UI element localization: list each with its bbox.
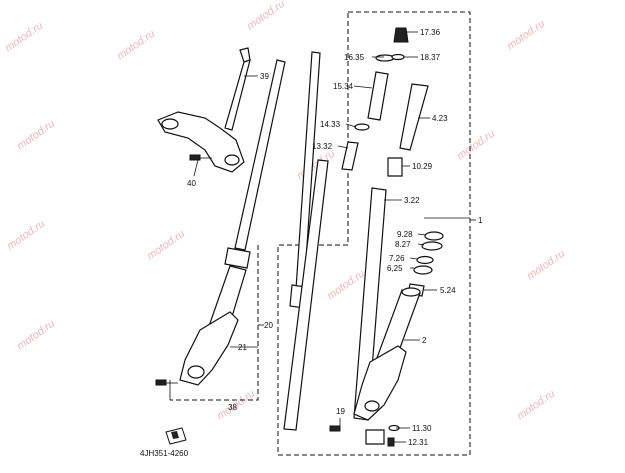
cap-bolt-17 [393,27,409,43]
o-ring-18 [391,53,405,61]
bracket-hole [161,118,179,130]
callout-labels: 39 40 20 21 38 17.36 18.37 16.35 15.34 1… [187,28,483,447]
watermark: motod.ru [15,318,57,353]
callout-11-30: 11.30 [412,424,432,433]
watermark: motod.ru [245,0,287,32]
callout-39: 39 [260,72,269,81]
lower-bracket [157,111,245,173]
watermark: motod.ru [145,228,187,263]
spring-13 [341,141,359,171]
watermark: motod.ru [3,20,45,55]
drain-block [365,429,385,445]
callout-15-34: 15.34 [333,82,354,91]
callout-16-35: 16.35 [344,53,365,62]
watermark: motod.ru [325,268,367,303]
bolt-40 [189,154,201,161]
bolt-19 [329,425,341,432]
callout-21: 21 [238,343,247,352]
washer-16 [375,54,395,62]
bolt-38 [155,379,167,386]
seal-8 [421,241,443,251]
callout-5-24: 5.24 [440,286,456,295]
callout-18-37: 18.37 [420,53,441,62]
callout-38: 38 [228,403,237,412]
axle-hole [187,365,205,379]
watermark: motod.ru [505,18,547,53]
exploded-inner-parts [283,27,444,447]
watermark: motod.ru [525,248,567,283]
callout-7-26: 7.26 [389,254,405,263]
callout-10-29: 10.29 [412,162,433,171]
callout-8-27: 8.27 [395,240,411,249]
subassy-boundary [170,245,259,401]
bolt-12 [387,437,395,447]
callout-3-22: 3.22 [404,196,420,205]
dust-seal [224,247,251,269]
diagram-code: 4JH351-4260 [140,449,189,458]
spacer-15 [367,71,389,121]
callout-1: 1 [478,216,483,225]
bracket-hole [224,154,240,166]
watermark: motod.ru [115,28,157,63]
clip-7 [416,255,434,265]
callout-13-32: 13.32 [312,142,333,151]
callout-40: 40 [187,179,196,188]
seal-9 [424,231,444,241]
callout-6-25: 6,25 [387,264,403,273]
left-fork-assembly [155,47,286,401]
callout-20: 20 [264,321,273,330]
callout-17-36: 17.36 [420,28,441,37]
clip-14 [354,123,370,131]
inner-tube [234,59,286,251]
catalog-logo-icon [165,427,187,445]
outer-axle-bracket [353,345,407,421]
inner-tube-exploded [283,159,329,431]
collar-10 [387,157,403,177]
callout-4-23: 4.23 [432,114,448,123]
axle-hole [364,400,380,412]
assembly-boundary [277,11,471,456]
damper-rod-4 [399,83,429,151]
leader-lines [169,31,476,443]
callout-2: 2 [422,336,427,345]
watermark: motod.ru [515,388,557,423]
callout-9-28: 9.28 [397,230,413,239]
watermark: motod.ru [5,218,47,253]
watermark: motod.ru [15,118,57,153]
steering-stem [224,59,251,131]
callout-19: 19 [336,407,345,416]
washer-6 [413,265,433,275]
watermark: motod.ru [455,128,497,163]
outer-tube-mouth [401,287,421,297]
callout-12-31: 12.31 [408,438,429,447]
callout-14-33: 14.33 [320,120,341,129]
